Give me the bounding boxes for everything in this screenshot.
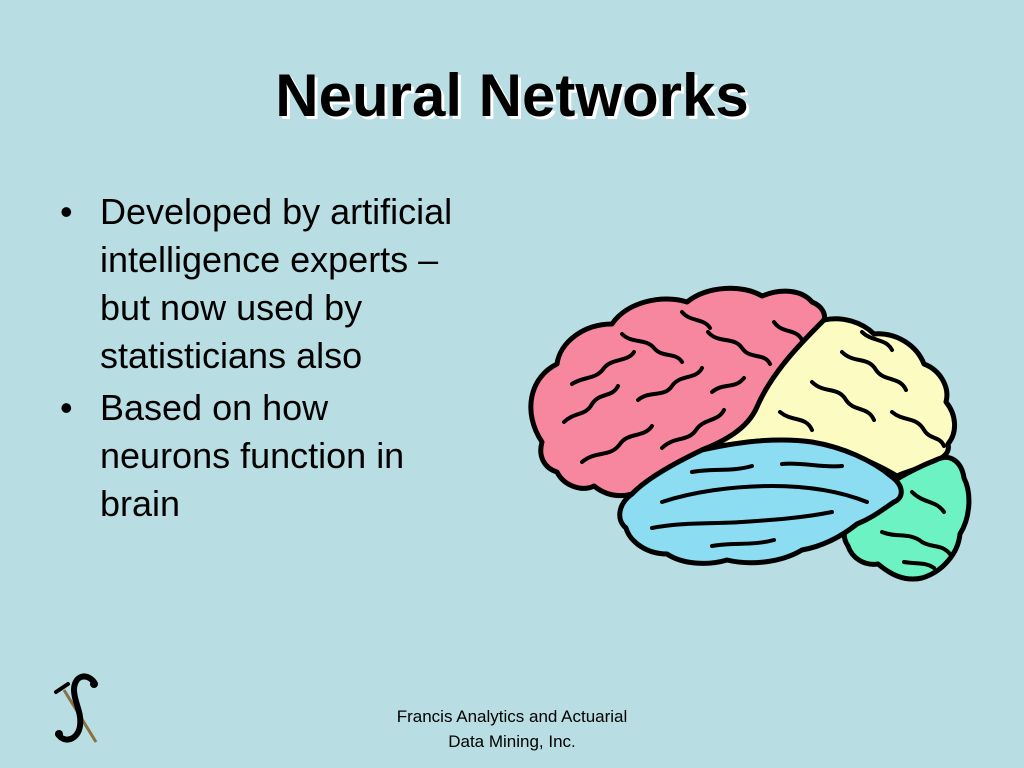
bullet-line: statisticians also [100, 335, 363, 376]
brain-illustration-icon [528, 285, 972, 582]
bullet-item: • Developed by artificial intelligence e… [58, 188, 518, 380]
temporal-lobe [617, 437, 904, 566]
francis-logo-icon [54, 673, 98, 743]
bullet-line: neurons function in [100, 435, 405, 476]
bullet-line: Developed by artificial [100, 191, 453, 232]
bullet-symbol: • [60, 191, 73, 232]
bullet-list: • Developed by artificial intelligence e… [58, 188, 518, 532]
slide-title: Neural Networks [275, 62, 749, 129]
brain-folds [562, 310, 952, 570]
bullet-line: intelligence experts – [100, 239, 439, 280]
footer-line: Data Mining, Inc. [448, 732, 576, 751]
bullet-line: but now used by [100, 287, 363, 328]
bullet-item: • Based on how neurons function in brain [58, 384, 518, 528]
bullet-line: Based on how [100, 387, 329, 428]
footer-line: Francis Analytics and Actuarial [396, 707, 628, 726]
bullet-symbol: • [60, 387, 73, 428]
footer: Francis Analytics and Actuarial Data Min… [352, 704, 672, 754]
bullet-line: brain [100, 483, 181, 524]
